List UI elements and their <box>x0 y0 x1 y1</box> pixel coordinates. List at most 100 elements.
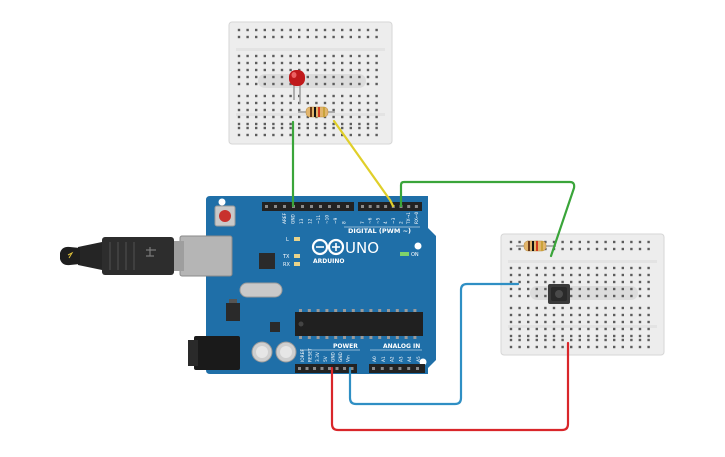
breadboard-hole <box>358 133 361 137</box>
breadboard-hole <box>375 61 378 65</box>
breadboard-right[interactable] <box>500 233 665 356</box>
breadboard-hole <box>570 266 573 270</box>
breadboard-hole <box>638 266 642 270</box>
breadboard-hole <box>578 287 581 291</box>
breadboard-hole <box>255 28 258 32</box>
pin-label: ~11 <box>316 215 322 224</box>
push-button[interactable] <box>548 284 570 304</box>
breadboard-hole <box>509 327 513 331</box>
breadboard-hole <box>595 247 599 251</box>
breadboard-hole <box>323 28 327 32</box>
breadboard-hole <box>621 313 624 317</box>
breadboard-hole <box>315 133 318 137</box>
breadboard-hole <box>306 126 309 130</box>
breadboard-hole <box>358 61 361 65</box>
breadboard-hole <box>306 68 309 72</box>
breadboard-hole <box>604 327 607 331</box>
wire-green-pin2-button[interactable] <box>399 180 576 258</box>
breadboard-hole <box>255 115 258 119</box>
breadboard-hole <box>341 101 344 105</box>
resistor-led[interactable] <box>298 106 335 118</box>
header-pin <box>320 367 324 370</box>
breadboard-hole <box>647 266 650 270</box>
breadboard-hole <box>552 334 556 338</box>
breadboard-hole <box>613 327 616 331</box>
breadboard-hole <box>323 54 327 58</box>
breadboard-hole <box>332 75 335 79</box>
header-pin <box>407 205 411 208</box>
breadboard-hole <box>298 108 301 112</box>
dc-power-jack[interactable] <box>188 336 240 370</box>
pin-label: 3.3V <box>315 352 321 362</box>
resistor-pulldown[interactable] <box>516 240 556 252</box>
breadboard-hole <box>595 294 599 298</box>
breadboard-hole <box>255 108 258 112</box>
breadboard-hole <box>578 294 581 298</box>
breadboard-hole <box>578 327 581 331</box>
breadboard-hole <box>298 54 301 58</box>
breadboard-hole <box>341 133 344 137</box>
breadboard-hole <box>595 338 599 342</box>
breadboard-hole <box>358 108 361 112</box>
breadboard-hole <box>289 82 292 86</box>
breadboard-hole <box>375 101 378 105</box>
breadboard-hole <box>509 273 513 277</box>
breadboard-hole <box>237 126 241 130</box>
breadboard-hole <box>280 133 284 137</box>
breadboard-hole <box>375 122 378 126</box>
breadboard-hole <box>349 68 352 72</box>
breadboard-hole <box>298 122 301 126</box>
breadboard-hole <box>647 334 650 338</box>
breadboard-hole <box>255 68 258 72</box>
breadboard-hole <box>366 68 370 72</box>
breadboard-hole <box>341 68 344 72</box>
breadboard-hole <box>315 54 318 58</box>
reset-button[interactable] <box>214 205 236 227</box>
breadboard-hole <box>375 115 378 119</box>
breadboard-hole <box>621 287 624 291</box>
breadboard-hole <box>613 338 616 342</box>
usb-logo-icon <box>146 247 156 257</box>
header-pin <box>389 367 393 370</box>
breadboard-hole <box>349 101 352 105</box>
header-pin <box>265 205 268 208</box>
breadboard-hole <box>332 54 335 58</box>
breadboard-hole <box>518 247 521 251</box>
rx-led <box>294 262 300 266</box>
usb-cable[interactable] <box>60 235 233 277</box>
breadboard-hole <box>349 94 352 98</box>
breadboard-hole <box>246 82 249 86</box>
breadboard-hole <box>358 54 361 58</box>
breadboard-hole <box>246 68 249 72</box>
breadboard-hole <box>613 247 616 251</box>
breadboard-hole <box>552 280 556 284</box>
breadboard-hole <box>255 75 258 79</box>
wires <box>291 119 576 432</box>
breadboard-hole <box>604 273 607 277</box>
breadboard-hole <box>638 240 642 244</box>
breadboard-hole <box>375 94 378 98</box>
breadboard-hole <box>255 35 258 39</box>
red-led[interactable] <box>289 70 305 104</box>
breadboard-hole <box>552 327 556 331</box>
pin-label: RESET <box>308 348 314 362</box>
breadboard-hole <box>255 133 258 137</box>
breadboard-hole <box>535 313 538 317</box>
breadboard-hole <box>630 247 633 251</box>
breadboard-hole <box>375 35 378 39</box>
pin-label: AREF <box>282 212 288 224</box>
breadboard-top[interactable] <box>228 21 393 145</box>
breadboard-hole <box>630 320 633 324</box>
wire-blue-gnd-breadboard[interactable] <box>348 282 520 406</box>
breadboard-center-channel <box>258 74 366 88</box>
wire-red-5v-button[interactable] <box>330 341 570 432</box>
breadboard-hole <box>358 82 361 86</box>
breadboard-hole <box>604 306 607 310</box>
breadboard-hole <box>630 338 633 342</box>
wire-yellow-pin9[interactable] <box>332 119 395 208</box>
breadboard-hole <box>341 54 344 58</box>
breadboard-hole <box>280 75 284 79</box>
breadboard-hole <box>341 115 344 119</box>
